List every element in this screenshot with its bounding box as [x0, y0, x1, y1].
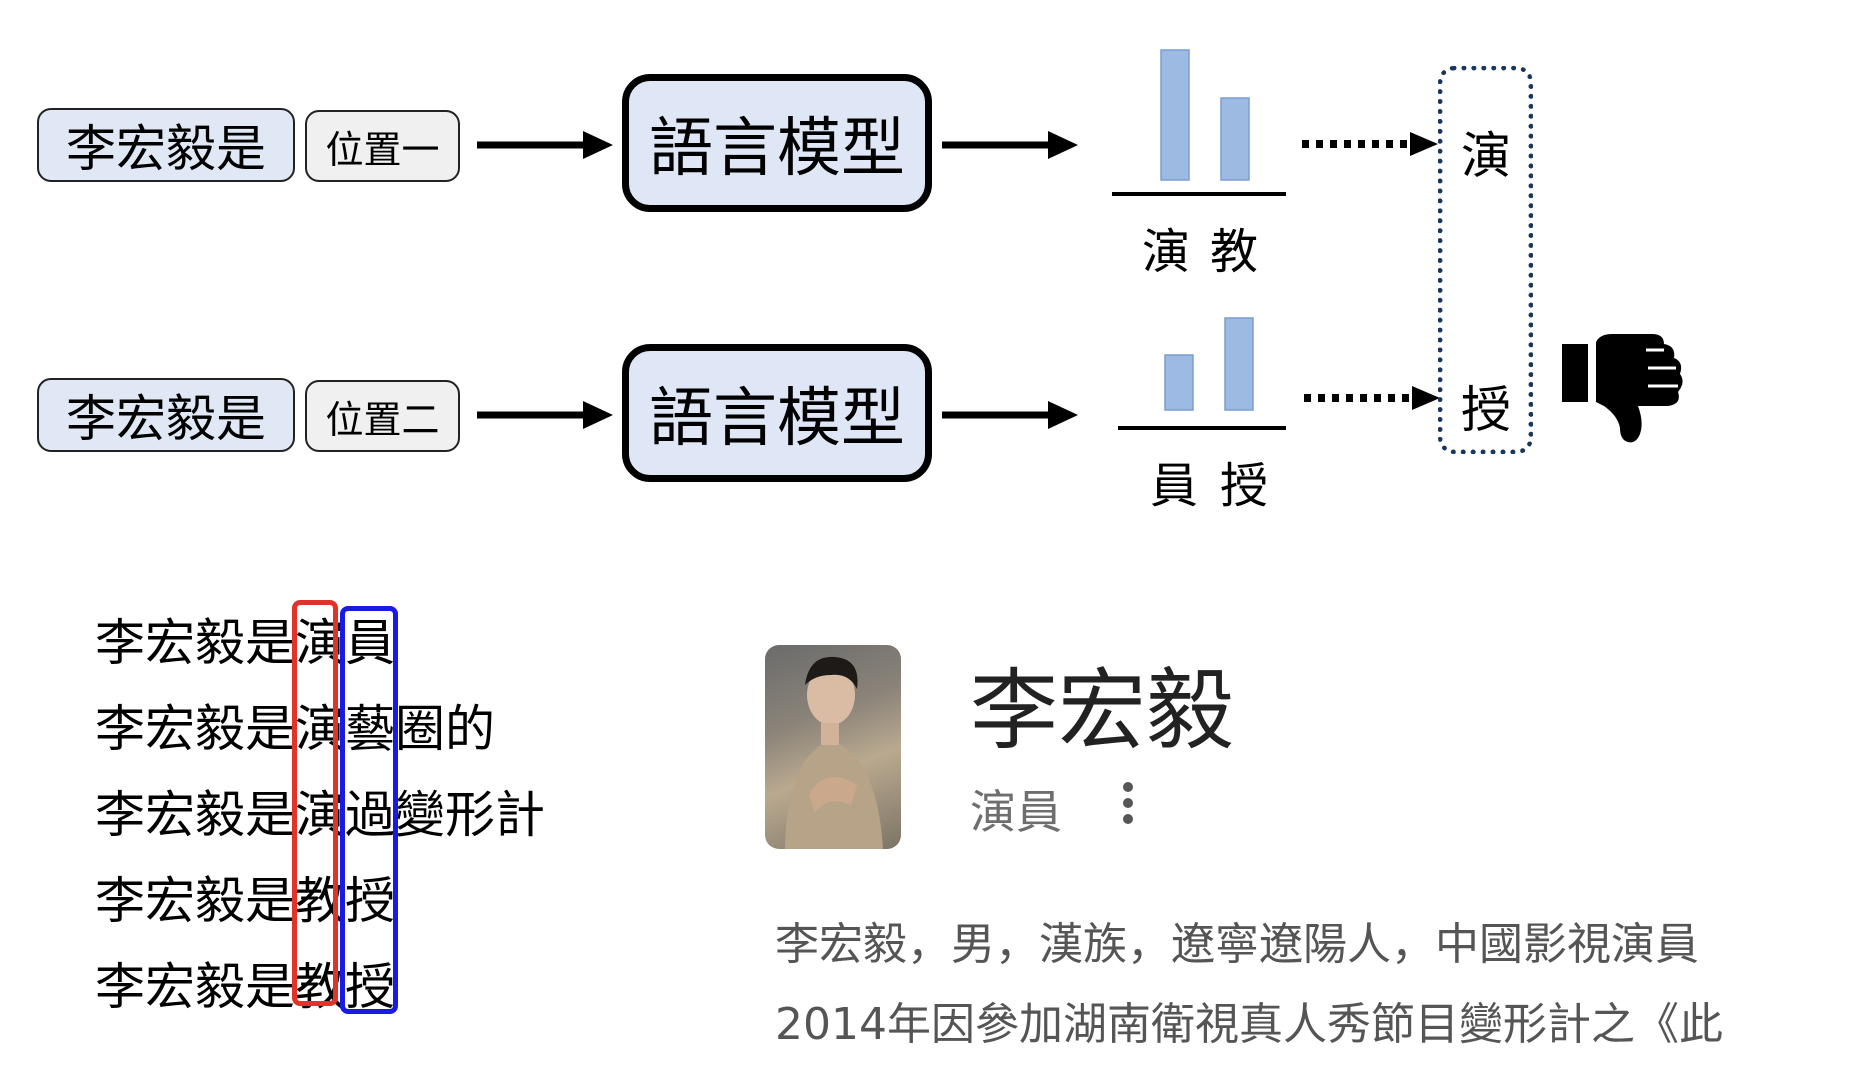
- row1-dotted-arrow: [1302, 132, 1438, 156]
- sample-char-2: 授: [345, 872, 395, 930]
- combined-output-box: [1438, 66, 1533, 454]
- row2-arrow-to-model: [477, 401, 613, 429]
- row1-bar-1: [1160, 49, 1190, 181]
- row2-dist-labels: 員 授: [1150, 446, 1268, 516]
- sample-char-2: 過: [345, 786, 395, 844]
- profile-description: 李宏毅，男，漢族，遼寧遼陽人，中國影視演員 2014年因參加湖南衛視真人秀節目變…: [775, 905, 1723, 1065]
- row2-bar-1: [1164, 354, 1194, 411]
- profile-name: 李宏毅: [970, 659, 1235, 762]
- row1-prompt-box: 李宏毅是: [37, 108, 295, 182]
- profile-desc-line-1: 李宏毅，男，漢族，遼寧遼陽人，中國影視演員: [775, 919, 1699, 970]
- row1-dist-label-1: 演: [1142, 224, 1191, 280]
- row2-language-model: 語言模型: [622, 344, 932, 482]
- row1-dist-labels: 演 教: [1142, 212, 1258, 282]
- sample-rest: 變形計: [395, 786, 545, 844]
- profile-photo: [765, 645, 901, 849]
- combined-char-1: 演: [1461, 127, 1511, 185]
- row2-dist-label-2: 授: [1219, 458, 1268, 514]
- sample-prefix: 李宏毅是: [95, 700, 295, 758]
- row2-arrow-to-dist: [942, 401, 1078, 429]
- row1-distribution: [1112, 49, 1286, 196]
- row2-position-box: 位置二: [305, 380, 460, 452]
- sample-line: 李宏毅是演過變形計: [95, 772, 545, 858]
- thumbs-down-icon: [1562, 334, 1683, 443]
- position1-highlight-box: [292, 600, 338, 1006]
- row1-arrow-to-model: [477, 131, 613, 159]
- row2-distribution: [1118, 317, 1286, 430]
- more-options-icon[interactable]: [1118, 780, 1138, 826]
- sample-prefix: 李宏毅是: [95, 614, 295, 672]
- sample-prefix: 李宏毅是: [95, 786, 295, 844]
- sample-char-2: 授: [345, 958, 395, 1016]
- profile-desc-line-2: 2014年因參加湖南衛視真人秀節目變形計之《此: [775, 999, 1723, 1050]
- row1-position-box: 位置一: [305, 110, 460, 182]
- row1-arrow-to-dist: [942, 131, 1078, 159]
- profile-role: 演員: [970, 785, 1062, 839]
- row1-language-model: 語言模型: [622, 74, 932, 212]
- sample-char-2: 藝: [345, 700, 395, 758]
- position2-highlight-box: [340, 606, 398, 1014]
- sample-rest: 圈的: [395, 700, 495, 758]
- row2-dotted-arrow: [1304, 386, 1440, 410]
- row2-dist-label-1: 員: [1150, 458, 1199, 514]
- row1-dist-label-2: 教: [1209, 224, 1258, 280]
- row2-bar-2: [1224, 317, 1254, 411]
- sample-prefix: 李宏毅是: [95, 872, 295, 930]
- sample-char-2: 員: [345, 614, 395, 672]
- row1-bar-2: [1220, 97, 1250, 181]
- combined-char-2: 授: [1461, 381, 1511, 439]
- sample-prefix: 李宏毅是: [95, 958, 295, 1016]
- row2-prompt-box: 李宏毅是: [37, 378, 295, 452]
